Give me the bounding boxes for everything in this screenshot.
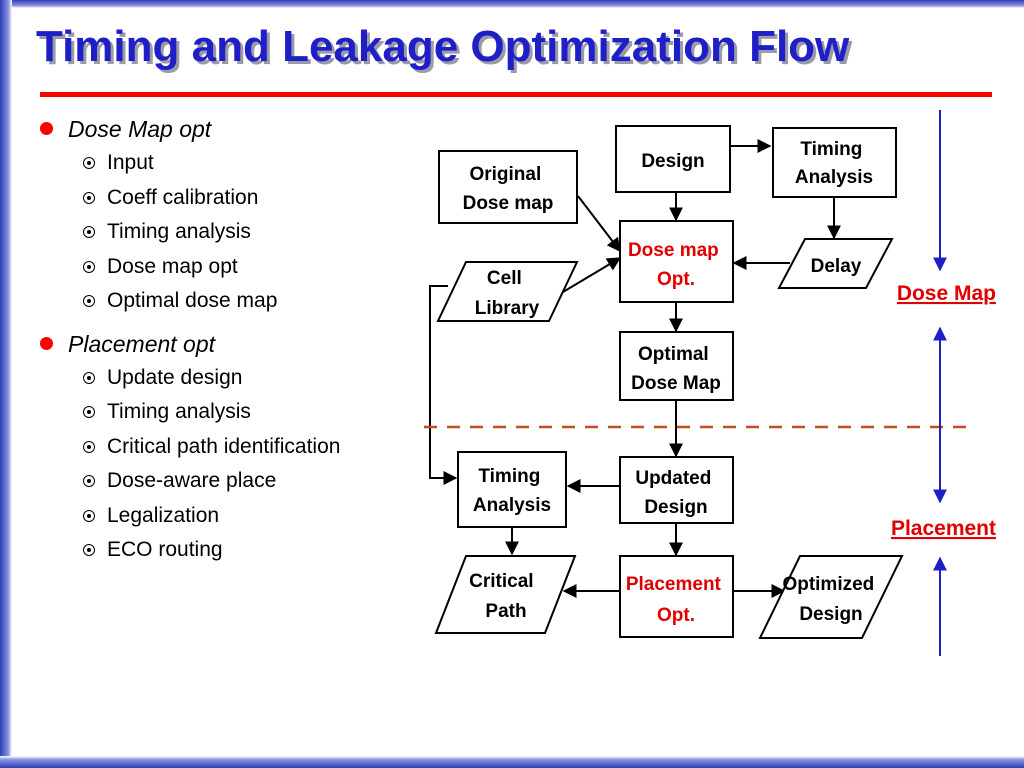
sub-bullet: Dose map opt <box>38 250 418 285</box>
sub-bullet: Optimal dose map <box>38 284 418 319</box>
node-placement-opt <box>619 555 734 638</box>
sub-bullet: Input <box>38 146 418 181</box>
label-original-dose-map: Original Dose map <box>463 164 554 214</box>
bullet-placement-opt: Placement opt <box>38 327 418 361</box>
bullet-label: Placement opt <box>68 330 216 357</box>
node-critical-path <box>434 555 577 634</box>
circled-dot-icon <box>83 475 95 487</box>
bullet-dose-map-opt: Dose Map opt <box>38 112 418 146</box>
slide-frame-bottom <box>0 756 1024 768</box>
node-design <box>615 125 731 193</box>
sub-bullet-label: Coeff calibration <box>107 185 259 209</box>
bullet-label: Dose Map opt <box>68 116 212 142</box>
sub-bullet: Timing analysis <box>38 215 418 250</box>
node-delay <box>777 238 894 289</box>
phase-label-dose-map: Dose Map <box>897 282 996 305</box>
sub-bullet-label: Timing analysis <box>107 220 251 243</box>
sub-bullet-label: Update design <box>107 365 243 389</box>
node-cell-library <box>436 261 579 322</box>
label-critical-path: Critical Path <box>469 571 539 622</box>
slide-frame-top <box>0 0 1024 8</box>
label-dose-map-opt: Dose map Opt. <box>628 240 724 290</box>
label-optimal-dose-map: Optimal Dose Map <box>631 344 721 394</box>
circled-dot-icon <box>83 226 95 238</box>
bullet-dot-icon <box>40 122 53 135</box>
node-dose-map-opt <box>619 220 734 303</box>
label-cell-library: Cell Library <box>475 268 540 319</box>
arrow-celllibrary-to-dosemapopt <box>562 257 622 293</box>
node-optimal-dose-map <box>619 331 734 401</box>
label-timing-analysis-bottom: Timing Analysis <box>473 466 551 516</box>
sub-bullet: ECO routing <box>38 533 418 568</box>
circled-dot-icon <box>83 509 95 522</box>
bullet-list: Dose Map opt Input Coeff calibration Tim… <box>38 112 418 568</box>
sub-bullet-label: Dose-aware place <box>107 469 277 492</box>
label-design: Design <box>641 151 704 172</box>
slide-title: Timing and Leakage Optimization Flow <box>36 22 850 71</box>
label-delay: Delay <box>811 256 862 277</box>
flow-connectors <box>429 139 841 598</box>
bullet-dot-icon <box>40 336 53 350</box>
node-timing-analysis-bottom <box>457 451 567 528</box>
circled-dot-icon <box>83 191 95 204</box>
sub-bullet-label: Timing analysis <box>107 400 251 423</box>
node-original-dose-map <box>438 150 578 224</box>
sub-bullet: Timing analysis <box>38 395 418 430</box>
arrow-celllibrary-to-timing <box>429 285 458 485</box>
node-updated-design <box>619 456 734 524</box>
circled-dot-icon <box>83 295 95 307</box>
circled-dot-icon <box>83 544 95 556</box>
circled-dot-icon <box>83 260 95 273</box>
sub-bullet-label: Dose map opt <box>107 254 238 278</box>
sub-bullet: Legalization <box>38 499 418 534</box>
label-updated-design: Updated Design <box>635 468 716 518</box>
sub-bullet: Critical path identification <box>38 430 418 465</box>
circled-dot-icon <box>83 371 95 384</box>
sub-bullet-label: Input <box>107 151 154 174</box>
node-timing-analysis-top <box>772 127 897 198</box>
node-optimized-design <box>758 555 904 639</box>
sub-bullet-label: ECO routing <box>107 538 223 561</box>
sub-bullet-label: Legalization <box>107 503 220 527</box>
sub-bullet: Update design <box>38 361 418 396</box>
sub-bullet: Coeff calibration <box>38 181 418 216</box>
sub-bullet-label: Critical path identification <box>107 434 341 458</box>
sub-bullet: Dose-aware place <box>38 464 418 499</box>
circled-dot-icon <box>83 440 95 453</box>
label-timing-analysis-top: Timing Analysis <box>795 139 873 188</box>
slide-frame-left <box>0 0 12 768</box>
label-optimized-design: Optimized Design <box>782 574 879 625</box>
sub-bullet-label: Optimal dose map <box>107 289 278 312</box>
circled-dot-icon <box>83 157 95 169</box>
label-placement-opt: Placement Opt. <box>626 574 726 626</box>
arrow-originaldosemap-to-dosemapopt <box>577 195 621 253</box>
title-underline <box>40 92 992 97</box>
phase-label-placement: Placement <box>891 517 996 540</box>
circled-dot-icon <box>83 406 95 418</box>
